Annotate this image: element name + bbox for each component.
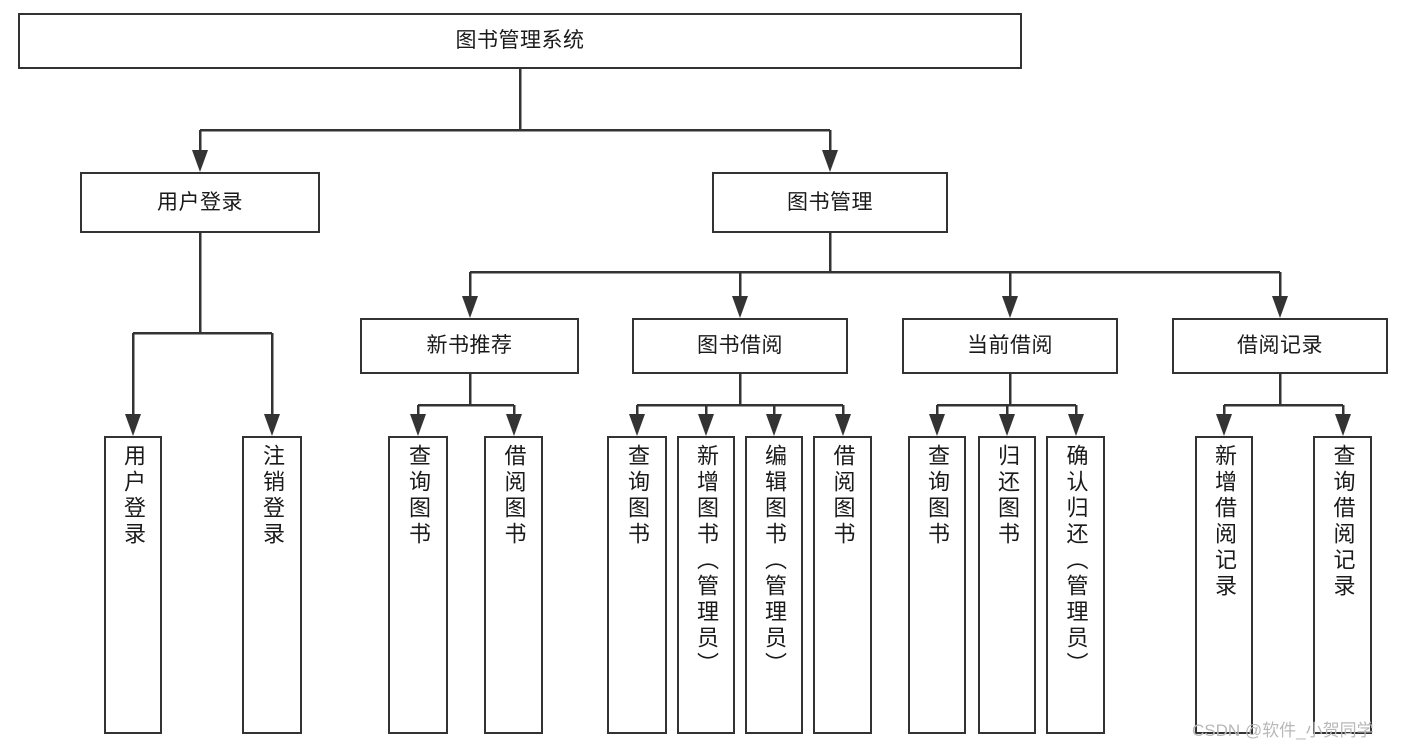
node-label: 注销登录 — [260, 444, 285, 548]
node-f06: 新增图书（管理员） — [677, 436, 735, 734]
node-label: 新增借阅记录 — [1212, 444, 1237, 600]
node-label: 查询图书 — [625, 444, 650, 548]
node-label: 查询借阅记录 — [1330, 444, 1356, 600]
csdn-watermark: CSDN @软件_小贺同学 — [1192, 721, 1374, 740]
diagram-title: 图书管理系统 — [455, 29, 585, 53]
node-f01: 用户登录 — [104, 436, 162, 734]
node-l3d: 借阅记录 — [1172, 318, 1388, 374]
node-l3c: 当前借阅 — [902, 318, 1118, 374]
node-f02: 注销登录 — [242, 436, 302, 734]
node-f10: 归还图书 — [978, 436, 1036, 734]
node-f03: 查询图书 — [388, 436, 448, 734]
node-label: 借阅图书 — [501, 444, 527, 548]
node-f11: 确认归还（管理员） — [1046, 436, 1105, 734]
node-f12: 新增借阅记录 — [1195, 436, 1253, 734]
node-l3b: 图书借阅 — [632, 318, 848, 374]
node-label: 借阅图书 — [830, 444, 856, 548]
node-label: 图书管理 — [787, 190, 873, 214]
node-f13: 查询借阅记录 — [1313, 436, 1372, 734]
node-label: 图书借阅 — [697, 334, 783, 358]
node-label: 当前借阅 — [967, 334, 1053, 358]
node-l2b: 图书管理 — [712, 172, 948, 233]
node-f07: 编辑图书（管理员） — [745, 436, 803, 734]
node-f05: 查询图书 — [607, 436, 667, 734]
node-label: 用户登录 — [121, 444, 146, 548]
node-label: 归还图书 — [995, 444, 1020, 548]
node-label: 查询图书 — [406, 444, 431, 548]
node-l3a: 新书推荐 — [360, 318, 579, 374]
node-label: 查询图书 — [925, 444, 950, 548]
node-label: 新书推荐 — [426, 334, 513, 358]
node-label: 借阅记录 — [1237, 334, 1323, 358]
node-label: 确认归还（管理员） — [1063, 444, 1089, 678]
node-f09: 查询图书 — [908, 436, 966, 734]
node-label: 用户登录 — [157, 190, 243, 214]
node-f08: 借阅图书 — [813, 436, 872, 734]
node-f04: 借阅图书 — [484, 436, 543, 734]
node-l2a: 用户登录 — [80, 172, 320, 233]
node-label: 新增图书（管理员） — [694, 444, 719, 678]
node-root: 图书管理系统 — [18, 13, 1022, 69]
node-label: 编辑图书（管理员） — [762, 444, 787, 678]
